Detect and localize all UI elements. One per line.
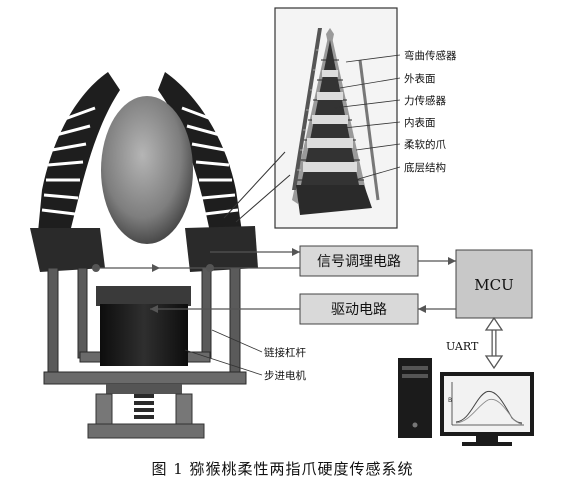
left-claw-base [30,228,105,272]
mcu-to-drive-arrow [418,305,426,313]
inset-label-lines [333,54,401,181]
base-mount [87,384,205,439]
signal-lines [96,251,300,269]
inset-leader-1 [223,151,286,219]
monitor-screen [444,376,530,432]
drive-circuit-label: 驱动电路 [331,302,387,318]
stepper-motor [96,286,191,366]
figure-caption: 图 1 猕猴桃柔性两指爪硬度传感系统 [151,460,414,478]
plot-label: B [448,397,452,404]
inset-leader-2 [235,174,291,223]
claw-inset [274,7,398,229]
linkage-leader [211,329,263,353]
signal-conditioning-label: 信号调理电路 [317,254,401,270]
label-stepper-motor: 步进电机 [264,369,306,382]
mcu-block: MCU [455,249,533,319]
drive-to-motor-arrow [150,305,158,313]
label-soft-claw: 柔软的爪 [404,138,446,151]
label-force-sensor: 力传感器 [404,94,446,107]
computer: B [398,358,534,446]
gripper [30,72,258,439]
uart-link [484,316,504,370]
label-inner-surface: 内表面 [404,116,436,129]
signal-arrow-2 [152,264,160,272]
label-bend-sensor: 弯曲传感器 [404,49,457,62]
left-claw [30,72,120,272]
kiwifruit [101,96,193,244]
motor-leader [184,349,263,376]
sc-to-mcu-arrow [448,257,456,265]
drive-circuit-block: 驱动电路 [299,293,419,325]
label-base-structure: 底层结构 [404,161,446,174]
signal-arrow-1 [292,248,300,256]
right-claw [158,72,258,272]
uart-label: UART [446,340,479,353]
screen-plot: B [448,382,524,426]
signal-conditioning-block: 信号调理电路 [299,245,419,277]
label-outer-surface: 外表面 [404,72,436,85]
label-linkage: 链接杠杆 [264,346,306,359]
mcu-label: MCU [474,276,513,294]
right-claw-base [185,226,258,272]
